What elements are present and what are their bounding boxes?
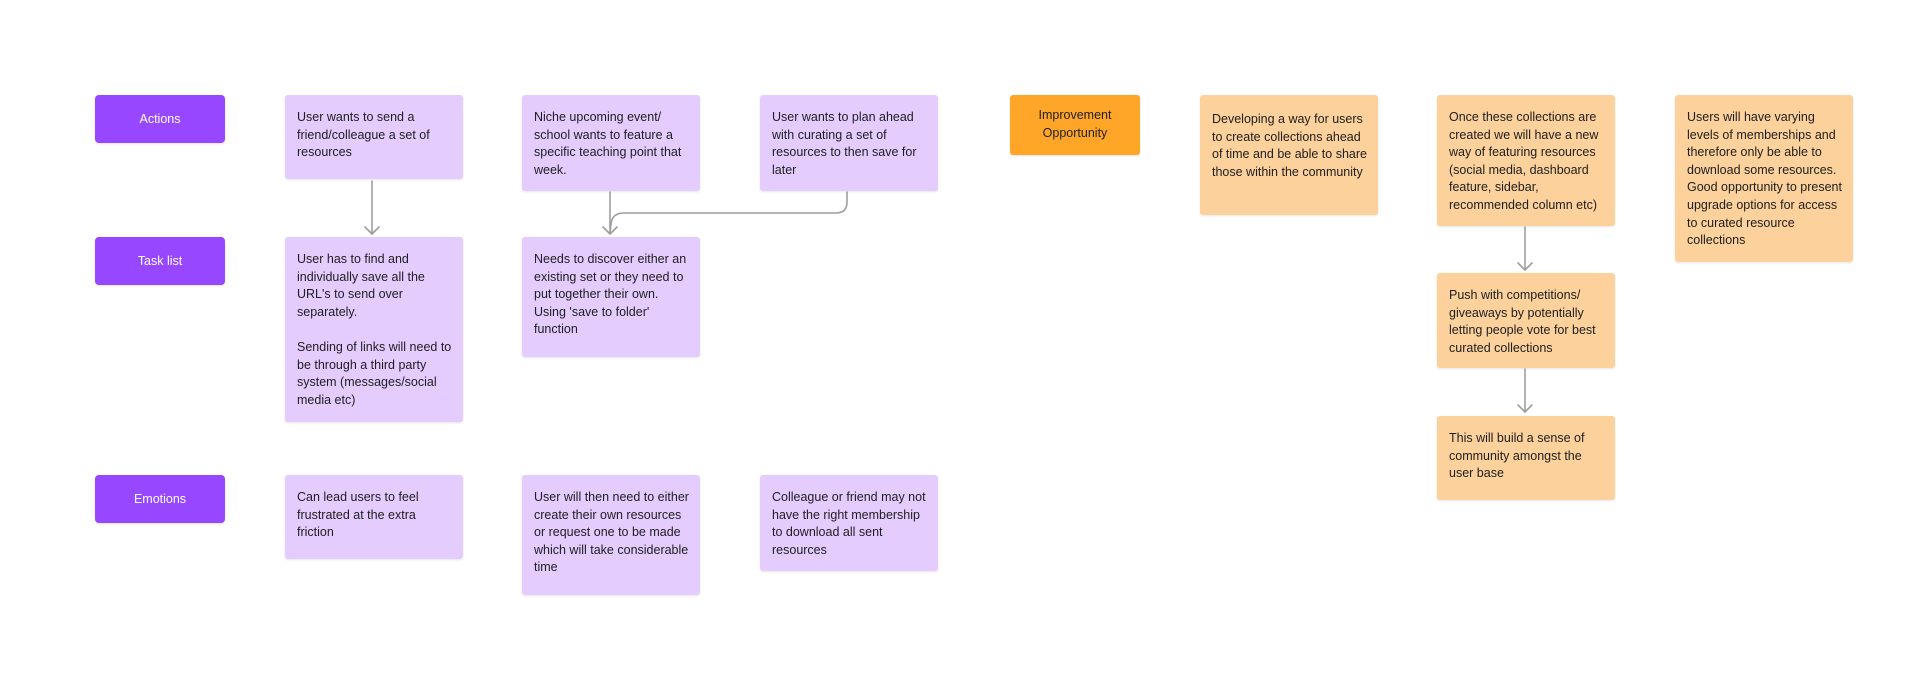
sticky-opportunity-featuring-resources: Once these collections are created we wi… <box>1437 95 1615 226</box>
sticky-action-niche-event: Niche upcoming event/ school wants to fe… <box>522 95 700 191</box>
sticky-task-save-urls: User has to find and individually save a… <box>285 237 463 422</box>
sticky-task-discover-set: Needs to discover either an existing set… <box>522 237 700 357</box>
sticky-emotion-considerable-time: User will then need to either create the… <box>522 475 700 595</box>
connector-a1-to-t1 <box>364 180 380 235</box>
sticky-opportunity-community: This will build a sense of community amo… <box>1437 416 1615 500</box>
sticky-emotion-frustrated: Can lead users to feel frustrated at the… <box>285 475 463 559</box>
connector-o3-to-o4 <box>1517 368 1533 413</box>
row-label-actions: Actions <box>95 95 225 143</box>
sticky-action-send-resources: User wants to send a friend/colleague a … <box>285 95 463 179</box>
sticky-opportunity-competitions: Push with competitions/ giveaways by pot… <box>1437 273 1615 368</box>
sticky-emotion-membership: Colleague or friend may not have the rig… <box>760 475 938 571</box>
row-label-emotions: Emotions <box>95 475 225 523</box>
improvement-opportunity-label: Improvement Opportunity <box>1010 95 1140 155</box>
row-label-task-list: Task list <box>95 237 225 285</box>
sticky-opportunity-memberships: Users will have varying levels of member… <box>1675 95 1853 262</box>
sticky-action-plan-ahead: User wants to plan ahead with curating a… <box>760 95 938 191</box>
sticky-opportunity-create-collections: Developing a way for users to create col… <box>1200 95 1378 215</box>
connector-a3-to-t2 <box>609 191 848 233</box>
connector-o2-to-o3 <box>1517 226 1533 271</box>
